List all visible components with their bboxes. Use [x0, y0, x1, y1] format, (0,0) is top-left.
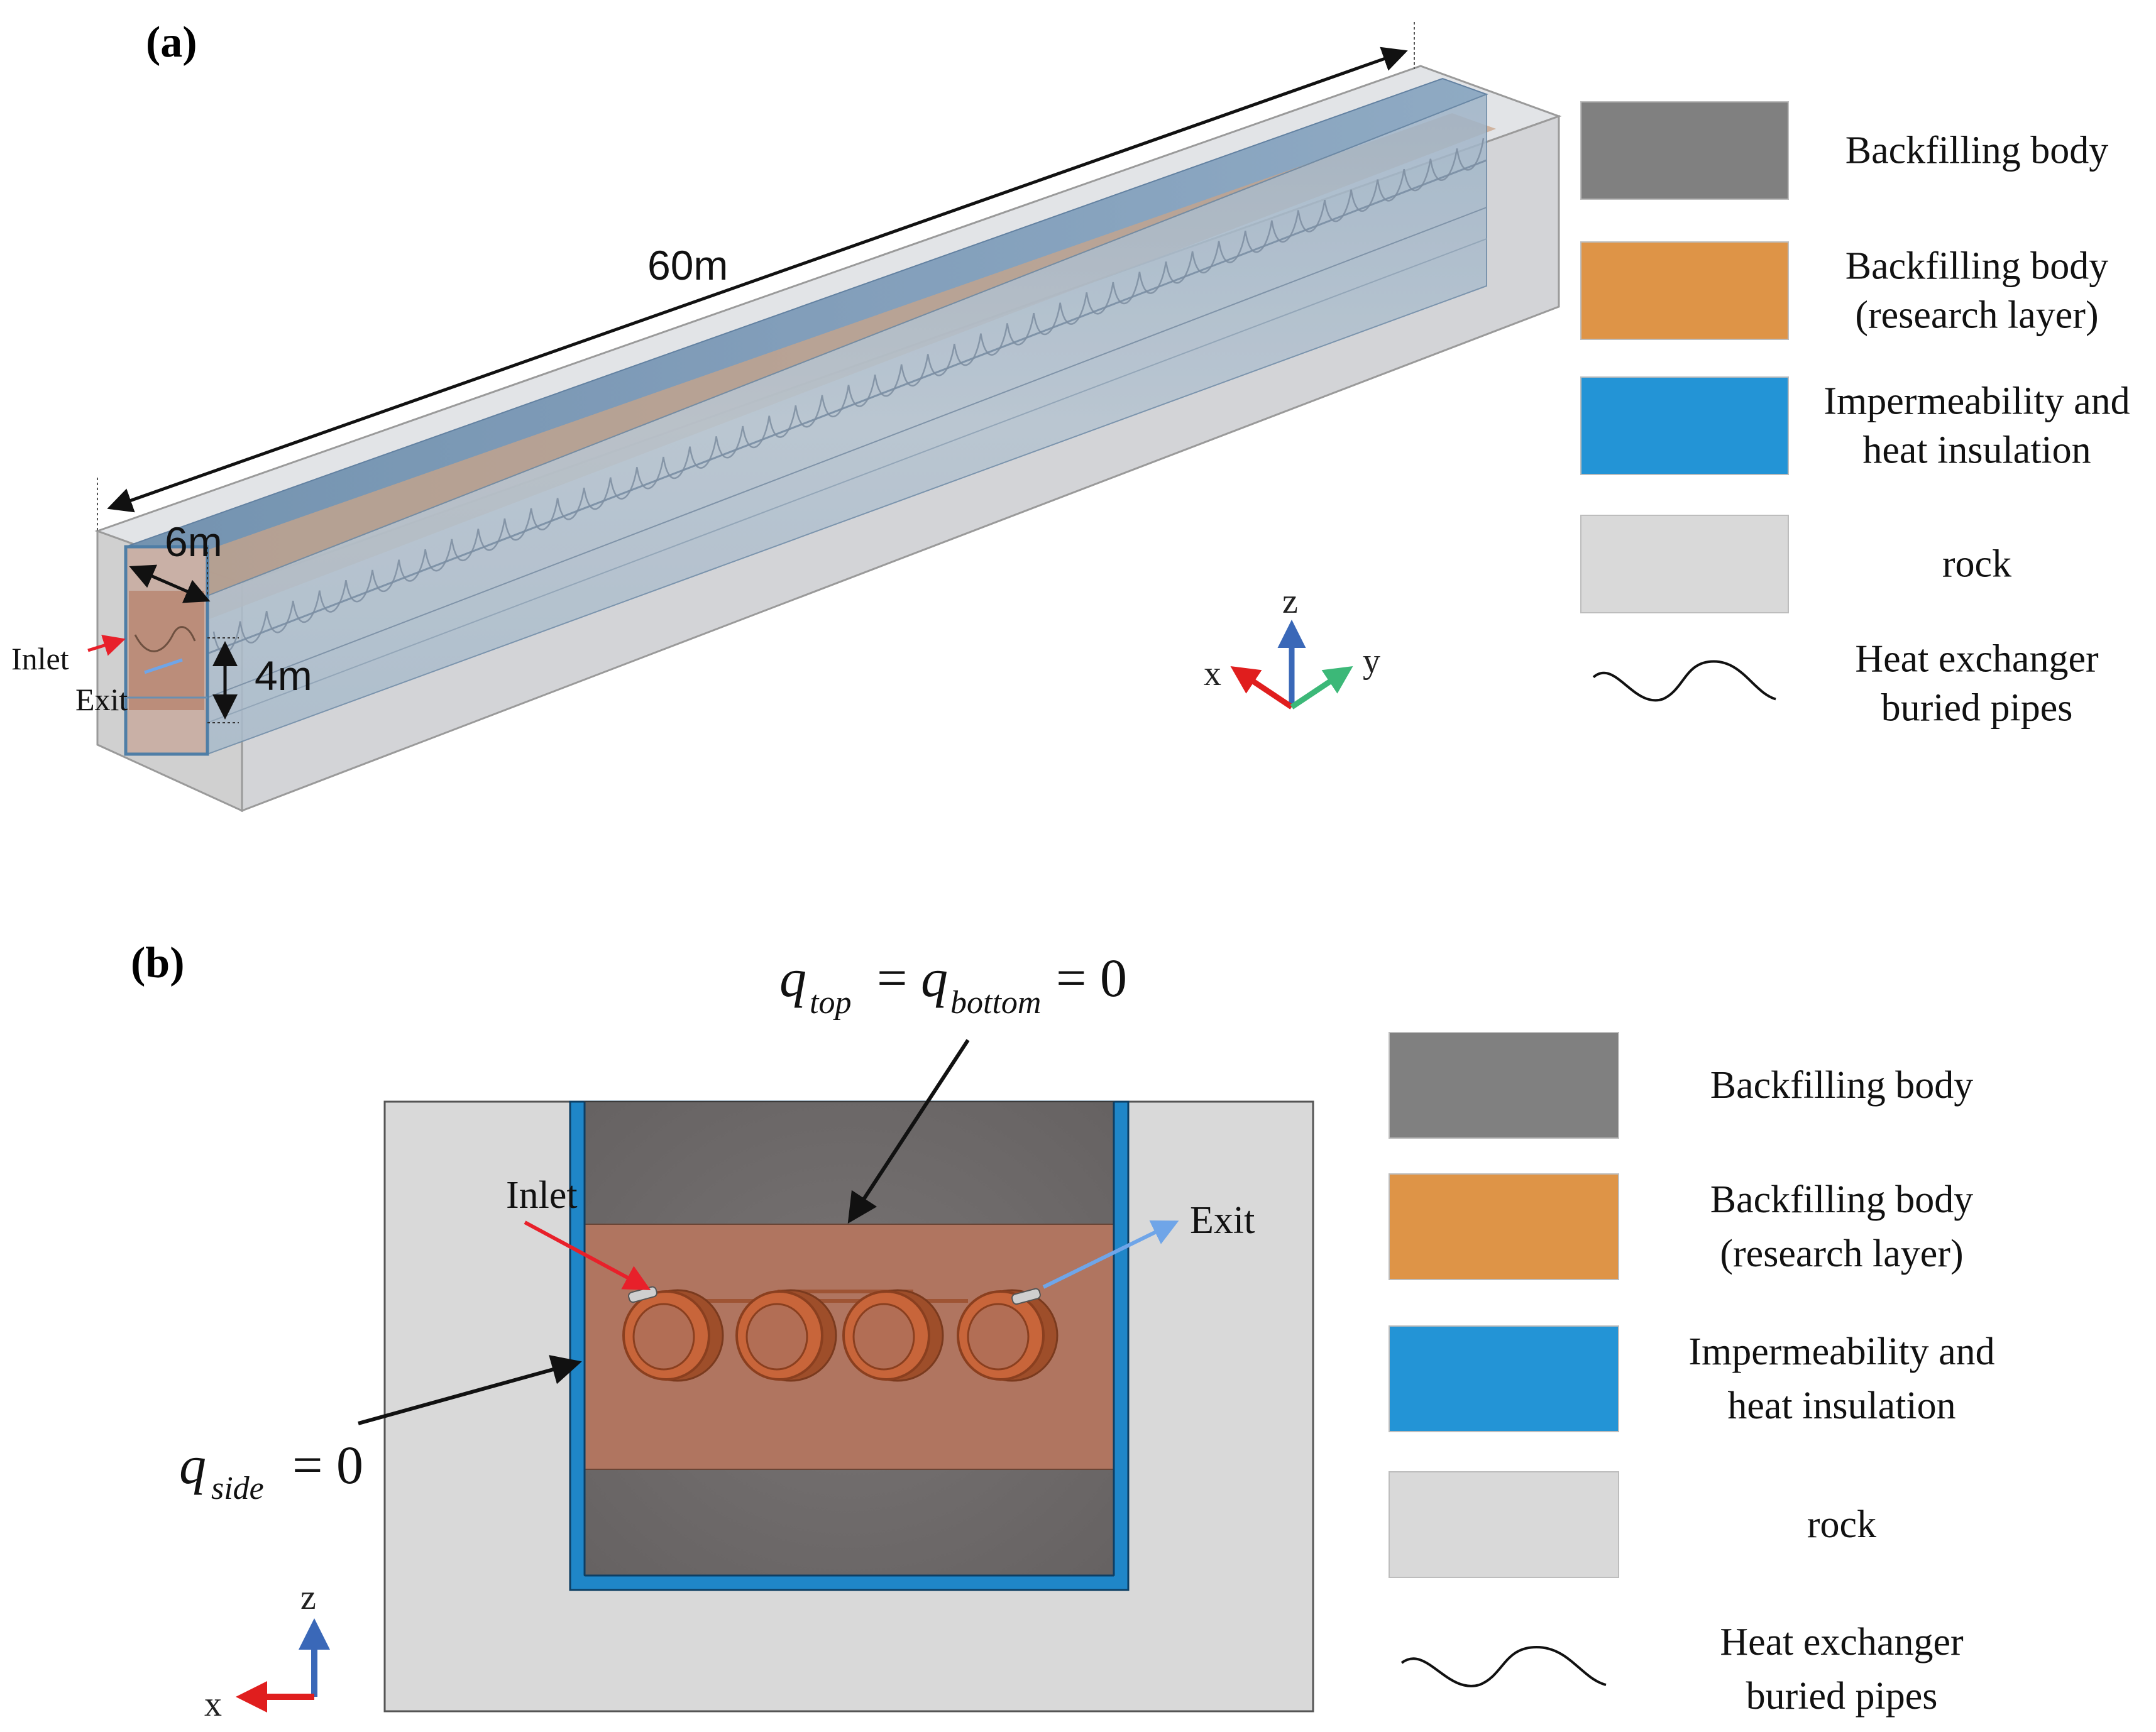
y-axis-arrow-a — [1290, 666, 1353, 710]
y-axis-label-a: y — [1363, 642, 1380, 681]
legend-a-label-4-1: buried pipes — [1881, 687, 2073, 730]
legend-b-swatch-1 — [1389, 1173, 1619, 1280]
pipe-coils — [622, 1289, 1059, 1382]
eq-top-q: q — [779, 948, 806, 1008]
inlet-label-a: Inlet — [11, 641, 69, 676]
width-dimension-arrow — [129, 564, 211, 603]
legend-b-label-0-0: Backfilling body — [1710, 1064, 1973, 1107]
eq-top-equals: = — [877, 948, 908, 1008]
inlet-label-b: Inlet — [506, 1174, 578, 1217]
exit-arrow-a — [144, 658, 183, 674]
x-axis-label-b: x — [204, 1685, 222, 1724]
legend-a-swatch-3 — [1580, 515, 1789, 613]
legend-b-label-1-0: Backfilling body — [1710, 1178, 1973, 1221]
front-pipe-curve — [134, 626, 196, 652]
legend-a-swatch-2 — [1580, 376, 1789, 475]
legend-a-label-2-0: Impermeability and — [1823, 380, 2130, 423]
legend-b-label-2-1: heat insulation — [1727, 1384, 1955, 1427]
legend-b-swatch-0 — [1389, 1032, 1619, 1139]
width-label: 6m — [165, 518, 223, 565]
axis-triad-b — [236, 1618, 330, 1713]
exit-fitting — [1011, 1288, 1041, 1305]
length-label: 60m — [647, 242, 728, 288]
panel-a-label: (a) — [146, 18, 197, 67]
inlet-arrow-a — [87, 635, 126, 656]
panel-b-label: (b) — [131, 939, 185, 987]
legend-b-label-4-0: Heat exchanger — [1720, 1621, 1964, 1663]
legend-b-swatch-3 — [1389, 1471, 1619, 1578]
legend-b-label-2-0: Impermeability and — [1688, 1330, 1994, 1373]
x-axis-arrow-a — [1230, 666, 1294, 710]
legend-b-swatch-2 — [1389, 1325, 1619, 1432]
legend-a-label-2-1: heat insulation — [1862, 429, 2091, 472]
legend-a-label-1-1: (research layer) — [1855, 294, 2098, 337]
legend-a-label-0-0: Backfilling body — [1845, 129, 2108, 172]
legend-b-label-1-1: (research layer) — [1720, 1232, 1963, 1275]
legend-a-swatch-0 — [1580, 101, 1789, 200]
z-axis-label-a: z — [1282, 582, 1298, 621]
side-flux-arrow — [358, 1355, 582, 1425]
inlet-arrow-b — [524, 1220, 651, 1290]
eq-bottom-sub: bottom — [950, 985, 1041, 1021]
z-axis-label-b: z — [300, 1578, 316, 1617]
equation-side: q side = 0 — [179, 1435, 363, 1506]
pipe-coil-hole-3 — [967, 1303, 1030, 1371]
legend-a-pipe-symbol — [1592, 660, 1776, 702]
legend-a-label-1-0: Backfilling body — [1845, 245, 2108, 288]
legend-b-label-4-1: buried pipes — [1746, 1675, 1938, 1718]
eq-top-sub: top — [810, 985, 851, 1021]
legend-a-label-3-0: rock — [1942, 543, 2011, 586]
tunnel-front-research — [129, 591, 204, 710]
panel-a-3d-model — [87, 22, 1562, 813]
length-dimension-arrow — [107, 47, 1408, 513]
eq-bottom-q: q — [921, 948, 948, 1008]
exit-label-a: Exit — [75, 682, 128, 717]
axis-triad-a — [1230, 620, 1353, 710]
legend-a-swatch-1 — [1580, 241, 1789, 340]
eq-side-rhs: = 0 — [292, 1435, 363, 1495]
exit-label-b: Exit — [1190, 1199, 1255, 1242]
exit-arrow-b — [1042, 1220, 1179, 1289]
pipe-coil-hole-1 — [745, 1303, 808, 1371]
height-label: 4m — [255, 652, 312, 699]
legend-a-label-4-0: Heat exchanger — [1855, 638, 2099, 681]
pipe-coil-hole-0 — [632, 1303, 695, 1371]
eq-side-q: q — [179, 1435, 206, 1495]
eq-side-sub: side — [211, 1471, 264, 1506]
eq-top-rhs: = 0 — [1056, 948, 1127, 1008]
pipe-coil-hole-2 — [852, 1303, 915, 1371]
legend-b-pipe-symbol — [1400, 1645, 1607, 1687]
equation-top-bottom: q top = q bottom = 0 — [779, 948, 1127, 1021]
panel-b-cross-section — [358, 1039, 1314, 1713]
top-flux-arrow — [847, 1039, 970, 1224]
x-axis-label-a: x — [1204, 654, 1221, 693]
legend-b-label-3-0: rock — [1807, 1503, 1876, 1546]
